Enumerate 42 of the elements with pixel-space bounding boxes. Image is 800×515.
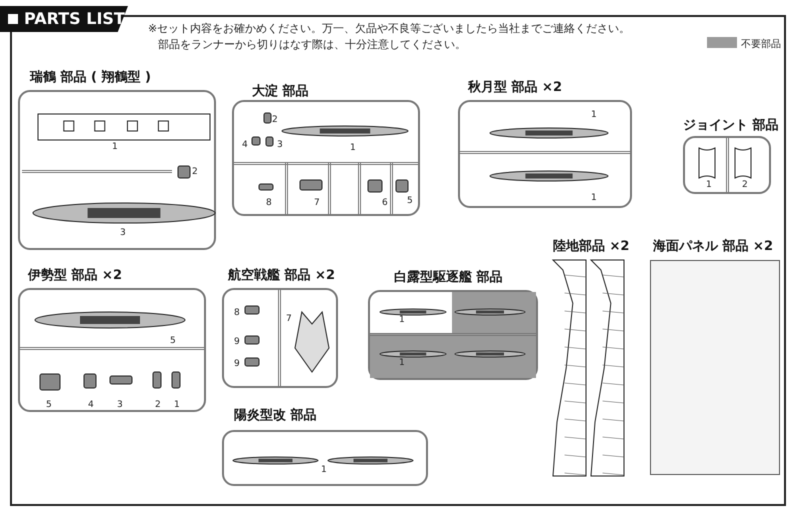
part-number: 5 xyxy=(46,400,52,410)
part-number: 1 xyxy=(399,315,405,325)
part-number: 5 xyxy=(407,196,413,206)
part-number: 7 xyxy=(314,198,320,208)
part-number: 8 xyxy=(234,308,240,318)
part-number: 2 xyxy=(155,400,161,410)
note-text: 部品をランナーから切りはなす際は、十分注意してください。 xyxy=(158,37,466,52)
part-number: 1 xyxy=(321,465,327,475)
part-number: 2 xyxy=(742,180,748,190)
part-number: 4 xyxy=(242,140,248,150)
part-number: 9 xyxy=(234,359,240,369)
sprue-heading: 白露型駆逐艦 部品 xyxy=(394,268,503,286)
part-number: 9 xyxy=(234,337,240,347)
part-number: 3 xyxy=(277,140,283,150)
legend-label: 不要部品 xyxy=(741,38,781,51)
part-number: 5 xyxy=(170,336,176,346)
sprue-heading: 陽炎型改 部品 xyxy=(234,406,317,424)
sprue-heading: ジョイント 部品 xyxy=(683,116,779,134)
part-number: 3 xyxy=(117,400,123,410)
part-number: 1 xyxy=(706,180,712,190)
sprue-heading: 瑞鶴 部品 ( 翔鶴型 ) xyxy=(30,68,151,86)
part-number: 1 xyxy=(350,143,356,153)
sprue-heading: 海面パネル 部品 ×2 xyxy=(653,238,773,255)
part-number: 1 xyxy=(591,110,597,120)
part-number: 1 xyxy=(112,142,118,152)
sprue-heading: 陸地部品 ×2 xyxy=(553,238,630,255)
part-number: 2 xyxy=(272,115,278,125)
sprue-heading: 航空戦艦 部品 ×2 xyxy=(228,266,335,284)
sprue-heading: 大淀 部品 xyxy=(252,82,309,100)
part-number: 1 xyxy=(174,400,180,410)
part-number: 3 xyxy=(120,228,126,238)
part-number: 4 xyxy=(88,400,94,410)
title-banner: PARTS LIST xyxy=(0,6,128,32)
note-text: ※セット内容をお確かめください。万一、欠品や不良等ございましたら当社までご連絡ください。 xyxy=(148,21,630,36)
sprue-heading: 伊勢型 部品 ×2 xyxy=(28,266,122,284)
part-number: 2 xyxy=(192,167,198,177)
part-number: 8 xyxy=(266,198,272,208)
sprue-heading: 秋月型 部品 ×2 xyxy=(468,78,562,96)
part-number: 1 xyxy=(591,193,597,203)
part-number: 1 xyxy=(399,358,405,368)
part-number: 7 xyxy=(286,314,292,324)
part-number: 6 xyxy=(382,198,388,208)
